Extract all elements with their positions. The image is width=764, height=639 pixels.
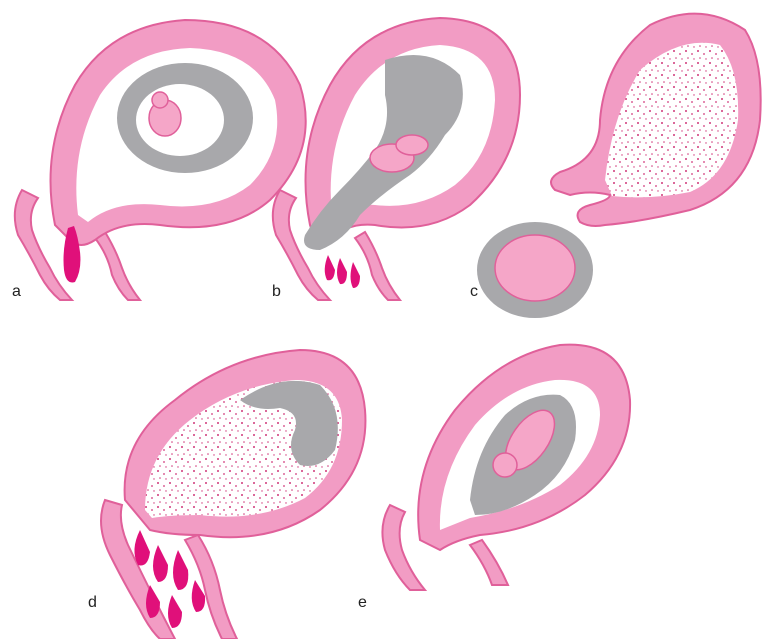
vaginal-wall-right-b	[355, 232, 400, 300]
dead-fetus-head-e	[493, 453, 517, 477]
blood-drop-d5	[168, 595, 182, 628]
panel-label-e: e	[358, 594, 367, 611]
blood-drop-d2	[153, 545, 168, 582]
expelled-fetus-c	[495, 235, 575, 301]
vaginal-wall-right-a	[95, 232, 140, 300]
blood-drop-b1	[325, 255, 335, 280]
panel-d: d	[88, 350, 365, 639]
vaginal-wall-right-d	[185, 535, 237, 639]
panel-label-a: a	[12, 283, 21, 300]
panel-a: a	[12, 20, 306, 300]
blood-drop-d3	[173, 550, 188, 590]
panel-label-b: b	[272, 283, 281, 300]
blood-drop-b3	[351, 262, 361, 288]
panel-label-c: c	[470, 283, 478, 300]
panel-e: e	[358, 345, 630, 611]
vaginal-wall-right-e	[470, 540, 508, 585]
blood-drop-d1	[134, 530, 150, 565]
blood-drop-b2	[337, 258, 347, 284]
fetus-body-b	[396, 135, 428, 155]
embryo-head-a	[152, 92, 168, 108]
panel-label-d: d	[88, 594, 97, 611]
